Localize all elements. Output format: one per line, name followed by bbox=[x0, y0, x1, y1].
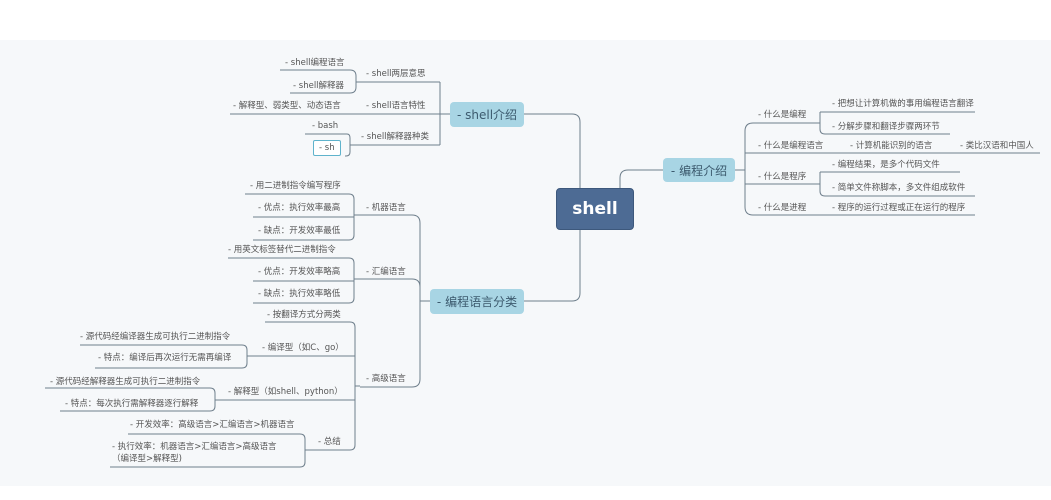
node-lang-class[interactable]: - 编程语言分类 bbox=[430, 289, 524, 314]
topic-item[interactable]: - 开发效率：高级语言>汇编语言>机器语言 bbox=[130, 420, 295, 430]
topic-what-program[interactable]: - 什么是程序 bbox=[758, 172, 807, 182]
topic-item[interactable]: - 用二进制指令编写程序 bbox=[250, 181, 341, 191]
node-prog-intro[interactable]: - 编程介绍 bbox=[663, 158, 735, 182]
topic-item[interactable]: - 优点：开发效率略高 bbox=[258, 267, 341, 277]
topic-item[interactable]: - 解释型、弱类型、动态语言 bbox=[233, 101, 341, 111]
topic-item[interactable]: - 执行效率：机器语言>汇编语言>高级语言（编译型>解释型) bbox=[112, 442, 277, 464]
topic-item-selected[interactable]: - sh bbox=[313, 140, 341, 156]
topic-item[interactable]: - 程序的运行过程或正在运行的程序 bbox=[832, 203, 966, 213]
topic-interpreted[interactable]: - 解释型（如shell、python） bbox=[228, 387, 343, 397]
topic-item[interactable]: - 源代码经编译器生成可执行二进制指令 bbox=[80, 332, 231, 342]
topic-item[interactable]: - 特点：编译后再次运行无需再编译 bbox=[98, 353, 232, 363]
topic-item[interactable]: - bash bbox=[312, 121, 339, 131]
topic-assembly-lang[interactable]: - 汇编语言 bbox=[366, 267, 406, 277]
root-node[interactable]: shell bbox=[556, 188, 634, 230]
topic-item[interactable]: - 优点：执行效率最高 bbox=[258, 203, 341, 213]
topic-item[interactable]: - shell解释器 bbox=[293, 81, 345, 91]
topic-item[interactable]: - 缺点：开发效率最低 bbox=[258, 226, 341, 236]
topic-shell-meanings[interactable]: - shell两层意思 bbox=[366, 69, 426, 79]
topic-item[interactable]: - 简单文件称脚本，多文件组成软件 bbox=[832, 183, 966, 193]
topic-item[interactable]: - 特点：每次执行需解释器逐行解释 bbox=[65, 399, 199, 409]
topic-item[interactable]: - shell编程语言 bbox=[285, 58, 345, 68]
topic-item[interactable]: - 类比汉语和中国人 bbox=[960, 141, 1034, 151]
node-shell-intro[interactable]: - shell介绍 bbox=[450, 102, 524, 127]
topic-shell-kinds[interactable]: - shell解释器种类 bbox=[361, 132, 430, 142]
topic-compiled[interactable]: - 编译型（如C、go） bbox=[262, 343, 344, 353]
topic-summary[interactable]: - 总结 bbox=[318, 437, 341, 447]
topic-item[interactable]: - 源代码经解释器生成可执行二进制指令 bbox=[50, 377, 201, 387]
topic-item[interactable]: - 按翻译方式分两类 bbox=[267, 310, 341, 320]
topic-shell-traits[interactable]: - shell语言特性 bbox=[366, 101, 426, 111]
topic-item[interactable]: - 计算机能识别的语言 bbox=[850, 141, 933, 151]
topic-item[interactable]: - 编程结果，是多个代码文件 bbox=[832, 160, 940, 170]
topic-item[interactable]: - 缺点：执行效率略低 bbox=[258, 289, 341, 299]
topic-what-language[interactable]: - 什么是编程语言 bbox=[758, 141, 824, 151]
topic-item[interactable]: - 把想让计算机做的事用编程语言翻译 bbox=[832, 99, 974, 109]
topic-what-programming[interactable]: - 什么是编程 bbox=[758, 110, 807, 120]
topic-item[interactable]: - 用英文标签替代二进制指令 bbox=[228, 245, 336, 255]
topic-what-process[interactable]: - 什么是进程 bbox=[758, 203, 807, 213]
topic-high-lang[interactable]: - 高级语言 bbox=[366, 374, 406, 384]
topic-item[interactable]: - 分解步骤和翻译步骤两环节 bbox=[832, 122, 940, 132]
topic-machine-lang[interactable]: - 机器语言 bbox=[366, 203, 406, 213]
